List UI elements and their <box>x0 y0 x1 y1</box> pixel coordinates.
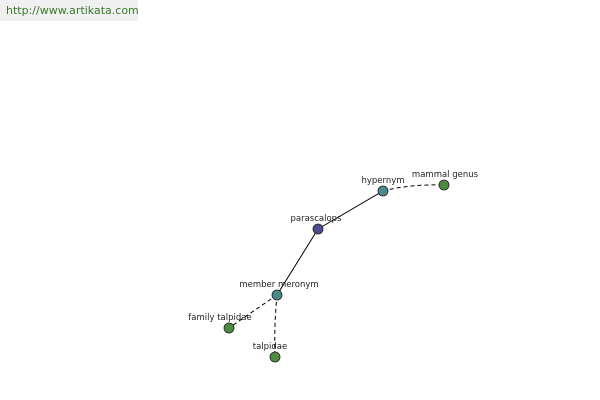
node-member-meronym <box>271 289 283 301</box>
label-parascalops: parascalops <box>290 214 342 224</box>
edge-member-meronym-family-talpidae <box>228 294 278 329</box>
edge-parascalops-hypernym <box>317 190 384 230</box>
label-hypernym: hypernym <box>361 176 404 186</box>
label-talpidae: talpidae <box>253 342 288 352</box>
node-parascalops <box>312 223 324 235</box>
watermark-url: http://www.artikata.com <box>0 0 139 21</box>
node-mammal-genus <box>438 179 450 191</box>
node-hypernym <box>377 185 389 197</box>
node-family-talpidae <box>223 322 235 334</box>
label-member-meronym: member meronym <box>239 280 318 290</box>
edge-parascalops-member-meronym <box>276 228 319 296</box>
node-talpidae <box>269 351 281 363</box>
label-mammal-genus: mammal genus <box>412 170 479 180</box>
edge-hypernym-mammal-genus <box>382 184 445 192</box>
label-family-talpidae: family talpidae <box>188 313 251 323</box>
